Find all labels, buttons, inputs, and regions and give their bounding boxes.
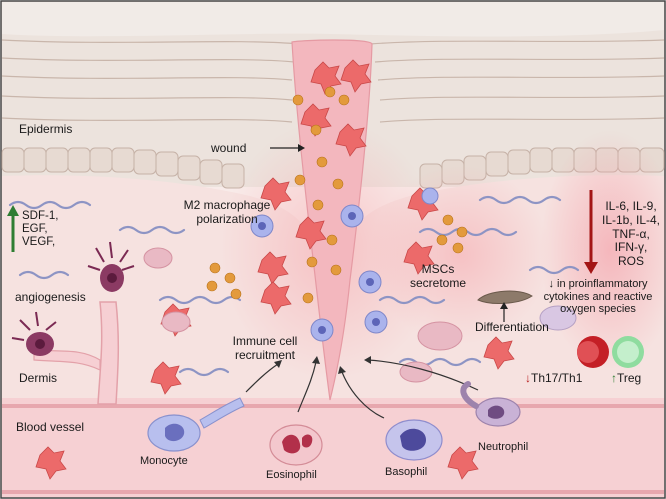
label-immune-line2: recruitment [234, 348, 296, 363]
cytokine-item: IFN-γ, [614, 240, 648, 255]
label-m2-macrophage: M2 macrophage polarization [171, 198, 283, 227]
label-m2-line2: polarization [196, 212, 258, 227]
cytokine-item: TNF-α, [612, 226, 650, 241]
label-immune-recruitment: Immune cell recruitment [220, 334, 310, 363]
leukocytes [147, 305, 577, 466]
label-angiogenesis: angiogenesis [15, 290, 86, 304]
label-eosinophil: Eosinophil [266, 469, 317, 481]
label-dermis: Dermis [19, 371, 57, 385]
label-blood-vessel: Blood vessel [16, 420, 85, 434]
treg-label: Treg [617, 371, 642, 385]
cytokine-note: ↓ in proinflammatory cytokines and react… [532, 278, 664, 316]
cytokine-item: IL-1b, IL-4, [601, 212, 661, 227]
dermal-cells [143, 247, 463, 383]
secretome-glow [370, 165, 550, 345]
vesicles [206, 86, 468, 304]
cytokine-item: IL-6, IL-9, [605, 199, 657, 213]
growth-factor-item: SDF-1, [22, 210, 59, 222]
label-epidermis: Epidermis [19, 122, 73, 136]
label-monocyte: Monocyte [140, 455, 188, 467]
cytokine-item: ROS [617, 254, 644, 269]
label-treg: ↑Treg [611, 371, 641, 385]
label-wound: wound [211, 141, 247, 155]
msc-cell [477, 290, 533, 304]
label-th17-th1: ↓Th17/Th1 [525, 371, 582, 385]
cytokine-note-line: ↓ in proinflammatory [548, 278, 648, 290]
collagen-fibers [8, 195, 580, 377]
cytokine-note-line: cytokines and reactive [543, 290, 653, 303]
decrease-arrow: ↓ [525, 371, 531, 385]
growth-factor-item: EGF, [22, 223, 48, 236]
vertical-vessel [97, 301, 120, 405]
th-label: Th17/Th1 [531, 371, 583, 385]
epidermis-strata [1, 39, 665, 123]
label-differentiation: Differentiation [475, 320, 549, 334]
endothelial-cells [11, 241, 135, 356]
growth-factor-item: VEGF, [22, 236, 56, 249]
macrophage-nuclei [258, 212, 380, 334]
cytokine-note-line: oxygen species [560, 303, 636, 316]
cytokine-list: IL-6, IL-9, IL-1b, IL-4, TNF-α, IFN-γ, R… [598, 199, 664, 269]
label-mscs-line2: secretome [409, 276, 467, 291]
growth-factor-list: SDF-1, EGF, VEGF, [22, 210, 58, 250]
stratum-corneum [2, 2, 664, 37]
blood-vessel-wall [2, 398, 664, 497]
label-m2-line1: M2 macrophage [183, 198, 271, 212]
label-mscs-secretome: MSCs secretome [398, 262, 478, 291]
increase-arrow: ↑ [611, 371, 617, 385]
label-mscs-line1: MSCs [421, 262, 455, 276]
label-immune-line1: Immune cell [232, 334, 298, 348]
label-basophil: Basophil [385, 466, 428, 478]
label-neutrophil: Neutrophil [478, 441, 529, 453]
